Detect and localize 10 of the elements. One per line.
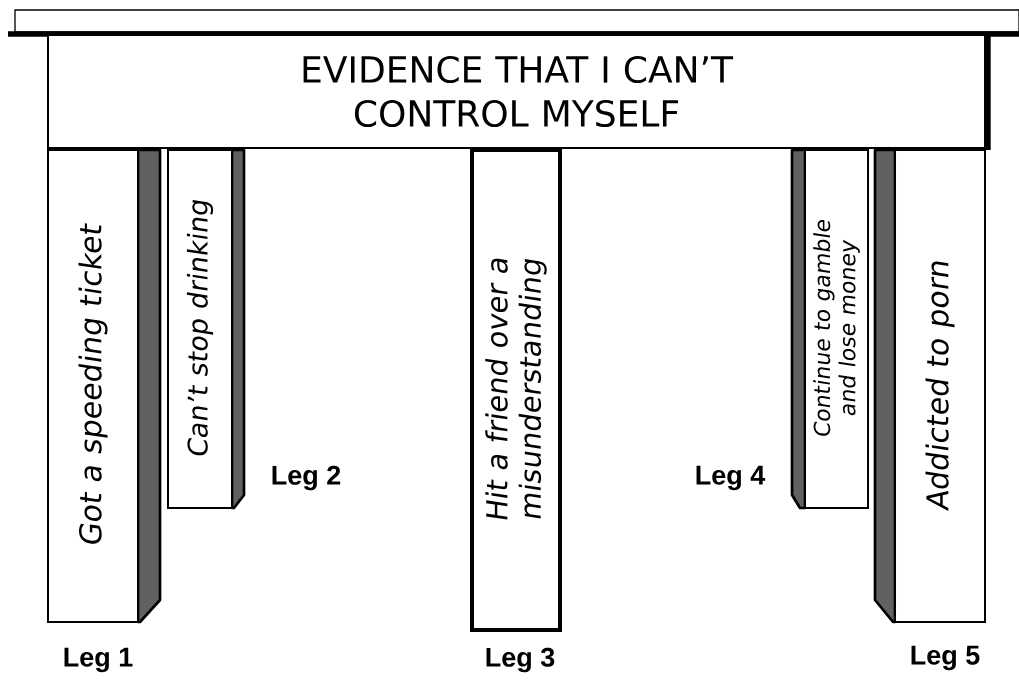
leg-box: Got a speeding ticket [47, 149, 139, 623]
leg-box: Addicted to porn [894, 149, 986, 623]
leg-box: Can’t stop drinking [167, 149, 233, 509]
leg-label: Leg 1 [64, 647, 133, 673]
leg-label: Leg 4 [696, 465, 766, 491]
leg-label: Leg 2 [272, 465, 341, 491]
leg-box: Hit a friend over a misunderstanding [470, 148, 562, 632]
leg-label: Leg 5 [911, 645, 980, 671]
leg-label: Leg 3 [486, 647, 555, 673]
leg-box: Continue to gamble and lose money [804, 149, 869, 509]
